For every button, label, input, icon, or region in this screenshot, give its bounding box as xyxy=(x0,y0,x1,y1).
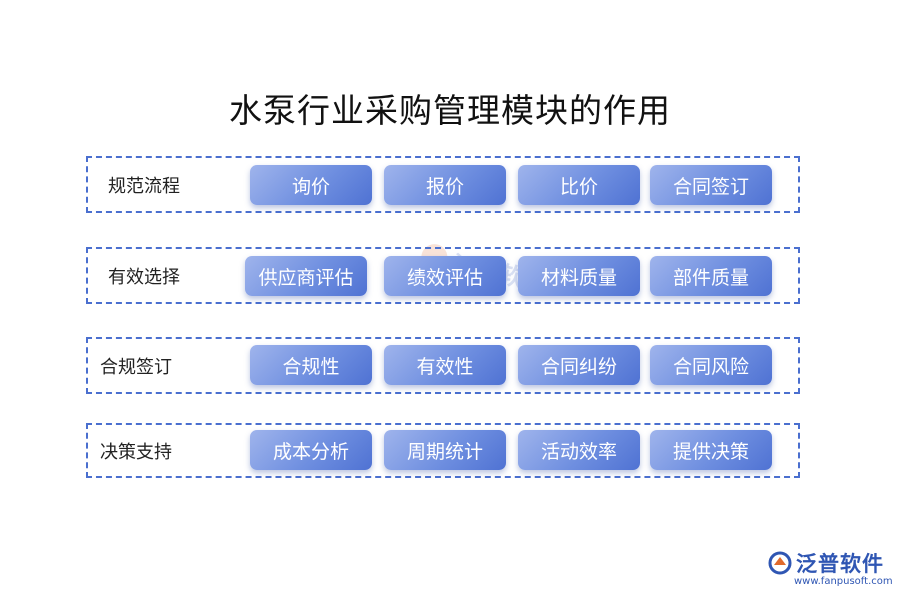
group-label: 合规签订 xyxy=(100,356,172,378)
group-decision-support: 决策支持 成本分析 周期统计 活动效率 提供决策 xyxy=(86,423,800,478)
group-compliant-signing: 合规签订 合规性 有效性 合同纠纷 合同风险 xyxy=(86,337,800,394)
item-material-quality: 材料质量 xyxy=(518,256,640,296)
item-supplier-evaluation: 供应商评估 xyxy=(245,256,367,296)
item-quotation: 报价 xyxy=(384,165,506,205)
item-inquiry: 询价 xyxy=(250,165,372,205)
page-title: 水泵行业采购管理模块的作用 xyxy=(229,91,671,130)
fanpu-logo-icon xyxy=(768,551,792,575)
item-validity: 有效性 xyxy=(384,345,506,385)
group-label: 规范流程 xyxy=(108,175,180,197)
group-label: 决策支持 xyxy=(100,441,172,463)
item-price-comparison: 比价 xyxy=(518,165,640,205)
brand-logo: 泛普软件 www.fanpusoft.com xyxy=(768,548,893,588)
item-activity-efficiency: 活动效率 xyxy=(518,430,640,470)
item-provide-decision: 提供决策 xyxy=(650,430,772,470)
item-compliance: 合规性 xyxy=(250,345,372,385)
item-contract-dispute: 合同纠纷 xyxy=(518,345,640,385)
item-cost-analysis: 成本分析 xyxy=(250,430,372,470)
item-performance-evaluation: 绩效评估 xyxy=(384,256,506,296)
item-contract-risk: 合同风险 xyxy=(650,345,772,385)
item-contract-signing: 合同签订 xyxy=(650,165,772,205)
group-standardize-process: 规范流程 询价 报价 比价 合同签订 xyxy=(86,156,800,213)
group-effective-selection: 有效选择 供应商评估 绩效评估 材料质量 部件质量 xyxy=(86,247,800,304)
item-component-quality: 部件质量 xyxy=(650,256,772,296)
brand-url: www.fanpusoft.com xyxy=(794,576,893,587)
item-cycle-statistics: 周期统计 xyxy=(384,430,506,470)
brand-name: 泛普软件 xyxy=(796,552,884,576)
group-label: 有效选择 xyxy=(108,266,180,288)
